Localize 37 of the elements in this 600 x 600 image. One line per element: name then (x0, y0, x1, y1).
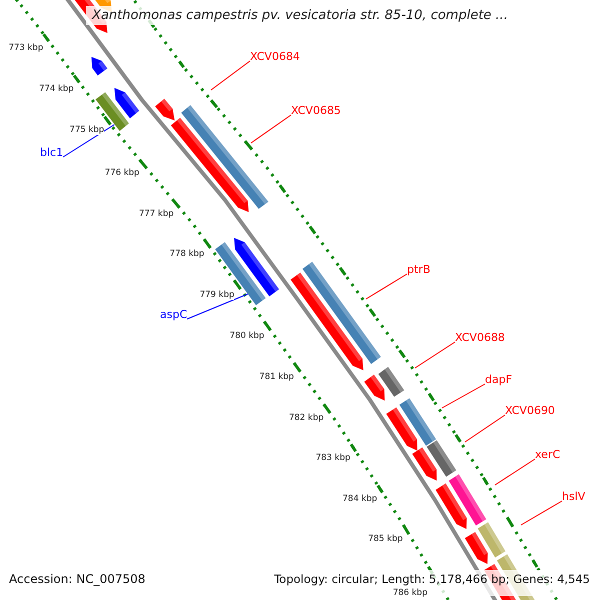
scale-label: 786 kbp (392, 588, 428, 598)
scale-label: 779 kbp (200, 290, 234, 300)
accession-text: Accession: NC_007508 (9, 572, 146, 586)
leader-line (464, 414, 506, 442)
gene-label: XCV0685 (291, 104, 341, 117)
gene-label: blc1 (40, 146, 64, 159)
gene-label: xerC (535, 448, 560, 461)
scale-label: 776 kbp (104, 168, 140, 178)
scale-label: 778 kbp (170, 248, 204, 259)
gene-label: XCV0690 (505, 404, 555, 417)
gene-label: dapF (485, 373, 512, 386)
leader-line (366, 274, 408, 300)
leader-line (250, 114, 292, 144)
scale-label: 774 kbp (39, 84, 74, 94)
scale-label: 781 kbp (259, 372, 294, 382)
genome-info-text: Topology: circular; Length: 5,178,466 bp; Genes: 4,545 (274, 572, 590, 586)
scale-label: 780 kbp (230, 330, 264, 341)
scale-label: 785 kbp (368, 534, 403, 544)
scale-label: 782 kbp (288, 413, 324, 424)
scale-label: 775 kbp (70, 125, 104, 136)
gene-label: XCV0684 (250, 50, 300, 63)
scale-label: 777 kbp (138, 209, 174, 220)
leader-line (442, 384, 486, 408)
leader-line (494, 458, 536, 486)
scale-label: 784 kbp (342, 494, 378, 504)
gene-label: XCV0688 (455, 331, 505, 344)
gene-label: aspC (160, 308, 188, 321)
leader-line (210, 60, 250, 90)
gene-bar (215, 242, 266, 306)
leader-line (62, 124, 115, 158)
gene-label: hslV (562, 490, 586, 503)
scale-label: 783 kbp (316, 452, 350, 463)
leader-line (520, 500, 562, 526)
gene-label: ptrB (407, 263, 430, 276)
leader-line (186, 294, 248, 320)
scale-label: 773 kbp (8, 42, 44, 53)
leader-line (414, 342, 456, 368)
